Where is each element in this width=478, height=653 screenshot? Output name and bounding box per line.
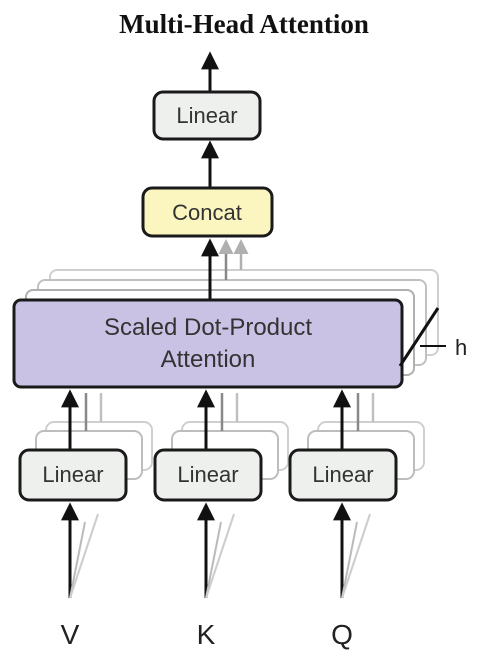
heads-label: h (455, 335, 467, 360)
linear-q-box: Linear (288, 448, 398, 502)
diagram-title: Multi-Head Attention (119, 9, 369, 39)
linear-q-label: Linear (312, 462, 373, 487)
linear-k-label: Linear (177, 462, 238, 487)
linear-v-label: Linear (42, 462, 103, 487)
input-label-k: K (197, 619, 216, 650)
linear-k-box: Linear (153, 448, 263, 502)
input-label-v: V (61, 619, 80, 650)
linear-to-attention-arrows (61, 389, 375, 450)
linear-v-box: Linear (18, 448, 128, 502)
heads-bracket (398, 307, 440, 367)
input-label-q: Q (331, 619, 353, 650)
concat-box: Concat (141, 186, 274, 238)
concat-label: Concat (172, 200, 242, 225)
top-linear-label: Linear (176, 103, 237, 128)
attention-label-line1: Scaled Dot-Product (104, 314, 312, 341)
attention-label-line2: Attention (161, 346, 256, 373)
attention-box: Scaled Dot-Product Attention (12, 298, 404, 389)
top-linear-box: Linear (152, 90, 262, 141)
input-arrows (61, 502, 371, 599)
